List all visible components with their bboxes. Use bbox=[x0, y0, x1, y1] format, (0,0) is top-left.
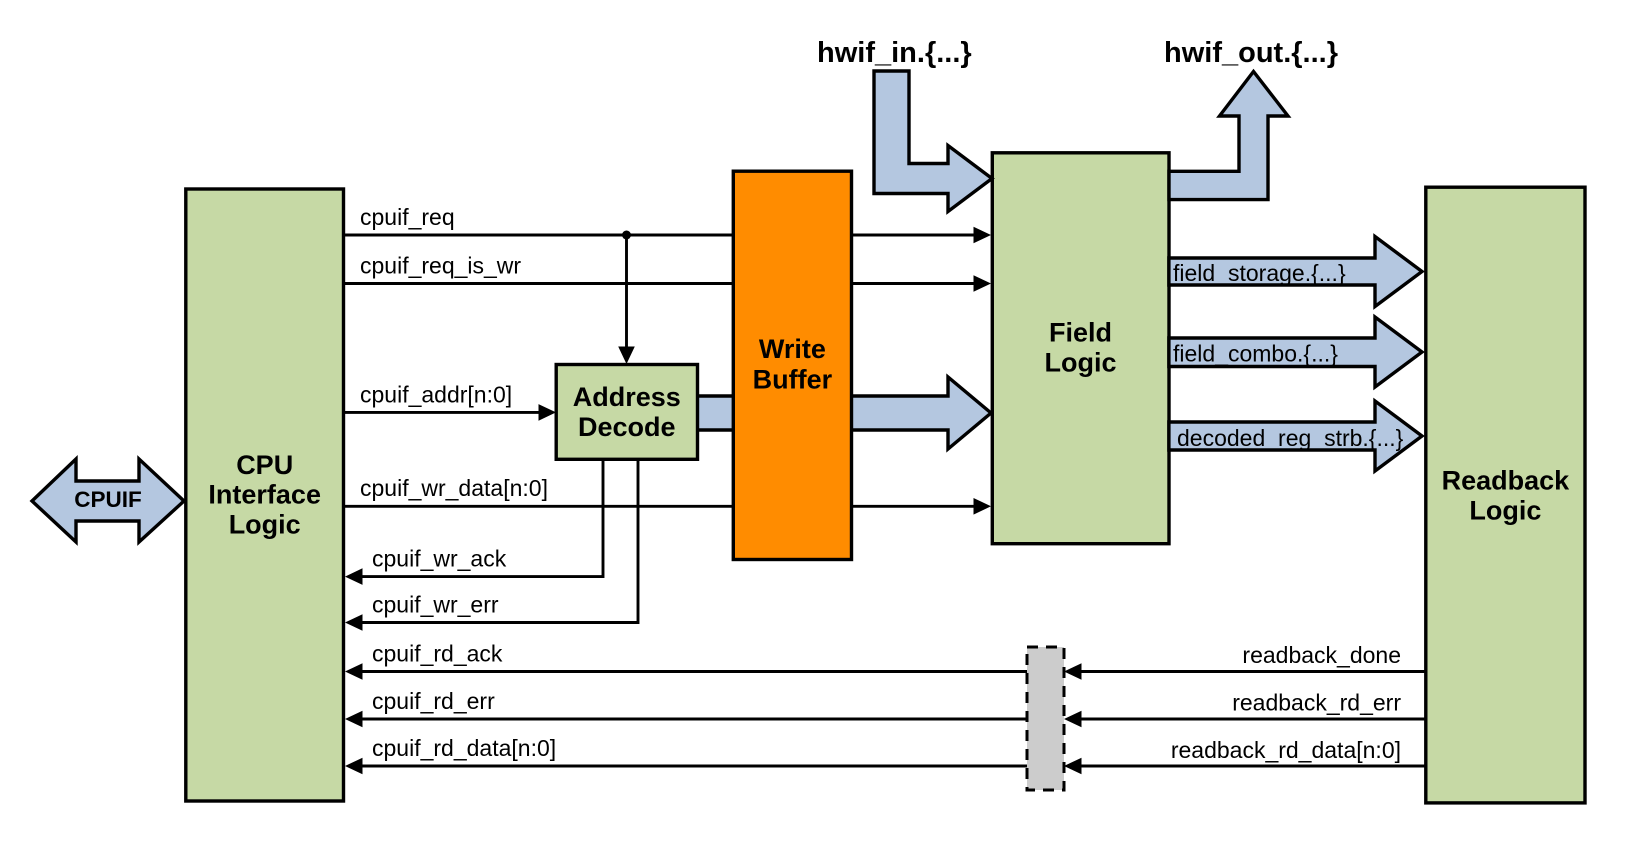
svg-text:cpuif_wr_err: cpuif_wr_err bbox=[372, 592, 499, 618]
svg-text:field_combo.{...}: field_combo.{...} bbox=[1173, 341, 1338, 367]
svg-text:Buffer: Buffer bbox=[753, 364, 833, 394]
svg-text:CPU: CPU bbox=[236, 450, 293, 480]
svg-text:field_storage.{...}: field_storage.{...} bbox=[1173, 260, 1346, 286]
svg-text:Logic: Logic bbox=[1045, 347, 1117, 377]
svg-text:cpuif_rd_ack: cpuif_rd_ack bbox=[372, 641, 503, 667]
svg-text:Readback: Readback bbox=[1442, 466, 1571, 496]
svg-text:CPUIF: CPUIF bbox=[74, 487, 142, 512]
svg-text:readback_done: readback_done bbox=[1242, 642, 1401, 668]
svg-text:readback_rd_err: readback_rd_err bbox=[1232, 690, 1401, 716]
svg-text:cpuif_wr_ack: cpuif_wr_ack bbox=[372, 546, 507, 572]
svg-text:Address: Address bbox=[573, 382, 681, 412]
svg-text:Field: Field bbox=[1049, 317, 1112, 347]
svg-text:hwif_in.{...}: hwif_in.{...} bbox=[817, 37, 972, 69]
svg-text:cpuif_req: cpuif_req bbox=[360, 204, 455, 230]
svg-text:decoded_reg_strb.{...}: decoded_reg_strb.{...} bbox=[1177, 425, 1404, 451]
svg-text:cpuif_addr[n:0]: cpuif_addr[n:0] bbox=[360, 381, 512, 407]
svg-text:hwif_out.{...}: hwif_out.{...} bbox=[1164, 37, 1338, 69]
svg-text:Decode: Decode bbox=[578, 412, 676, 442]
svg-text:Interface: Interface bbox=[208, 480, 321, 510]
svg-text:cpuif_rd_data[n:0]: cpuif_rd_data[n:0] bbox=[372, 735, 556, 761]
svg-text:Logic: Logic bbox=[229, 509, 301, 539]
svg-text:Logic: Logic bbox=[1469, 496, 1541, 526]
svg-text:cpuif_req_is_wr: cpuif_req_is_wr bbox=[360, 253, 521, 279]
svg-text:cpuif_rd_err: cpuif_rd_err bbox=[372, 688, 495, 714]
svg-text:Write: Write bbox=[759, 334, 826, 364]
svg-text:readback_rd_data[n:0]: readback_rd_data[n:0] bbox=[1171, 737, 1401, 763]
svg-text:cpuif_wr_data[n:0]: cpuif_wr_data[n:0] bbox=[360, 475, 548, 501]
